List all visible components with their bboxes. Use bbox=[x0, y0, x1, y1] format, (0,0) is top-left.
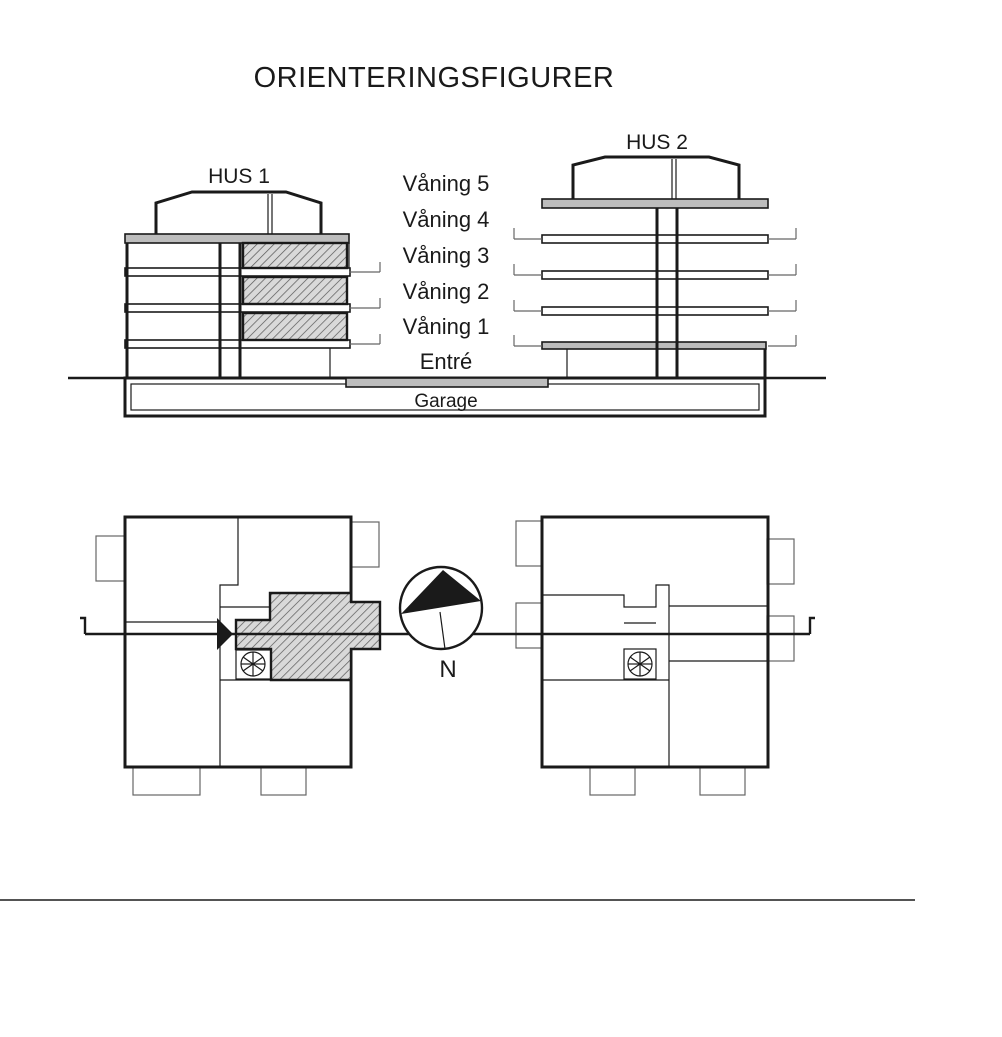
garage: Garage bbox=[123, 376, 767, 418]
page-title: ORIENTERINGSFIGURER bbox=[254, 62, 615, 94]
section-view: Garage HUS 1 bbox=[68, 131, 826, 418]
spiral-stair-icon bbox=[623, 648, 657, 680]
compass-north-label: N bbox=[439, 656, 456, 683]
floor-labels: Våning 5 Våning 4 Våning 3 Våning 2 Våni… bbox=[403, 171, 490, 374]
floor-label-1: Våning 1 bbox=[403, 314, 490, 339]
hus1-plan bbox=[95, 515, 382, 796]
floor-label-3: Våning 3 bbox=[403, 243, 490, 268]
floor-label-2: Våning 2 bbox=[403, 279, 490, 304]
garage-label: Garage bbox=[414, 391, 477, 412]
hus1-label: HUS 1 bbox=[208, 165, 270, 188]
hus2-label: HUS 2 bbox=[626, 131, 688, 154]
hus2-plan bbox=[515, 515, 795, 796]
spiral-stair-icon bbox=[235, 649, 272, 680]
plan-view: N bbox=[80, 515, 815, 796]
hus1-highlight-floor1 bbox=[241, 311, 349, 342]
hus2-section: HUS 2 bbox=[513, 131, 797, 378]
hus1-highlight-floor3 bbox=[241, 241, 349, 270]
hus1-highlight-floor2 bbox=[241, 275, 349, 306]
compass-icon: N bbox=[398, 565, 484, 683]
floor-label-5: Våning 5 bbox=[403, 171, 490, 196]
floor-label-4: Våning 4 bbox=[403, 207, 490, 232]
hus1-section: HUS 1 bbox=[124, 165, 381, 378]
view-direction-arrow-icon bbox=[217, 618, 233, 650]
floor-label-entre: Entré bbox=[420, 349, 473, 374]
hus1-plan-highlight bbox=[234, 591, 382, 682]
